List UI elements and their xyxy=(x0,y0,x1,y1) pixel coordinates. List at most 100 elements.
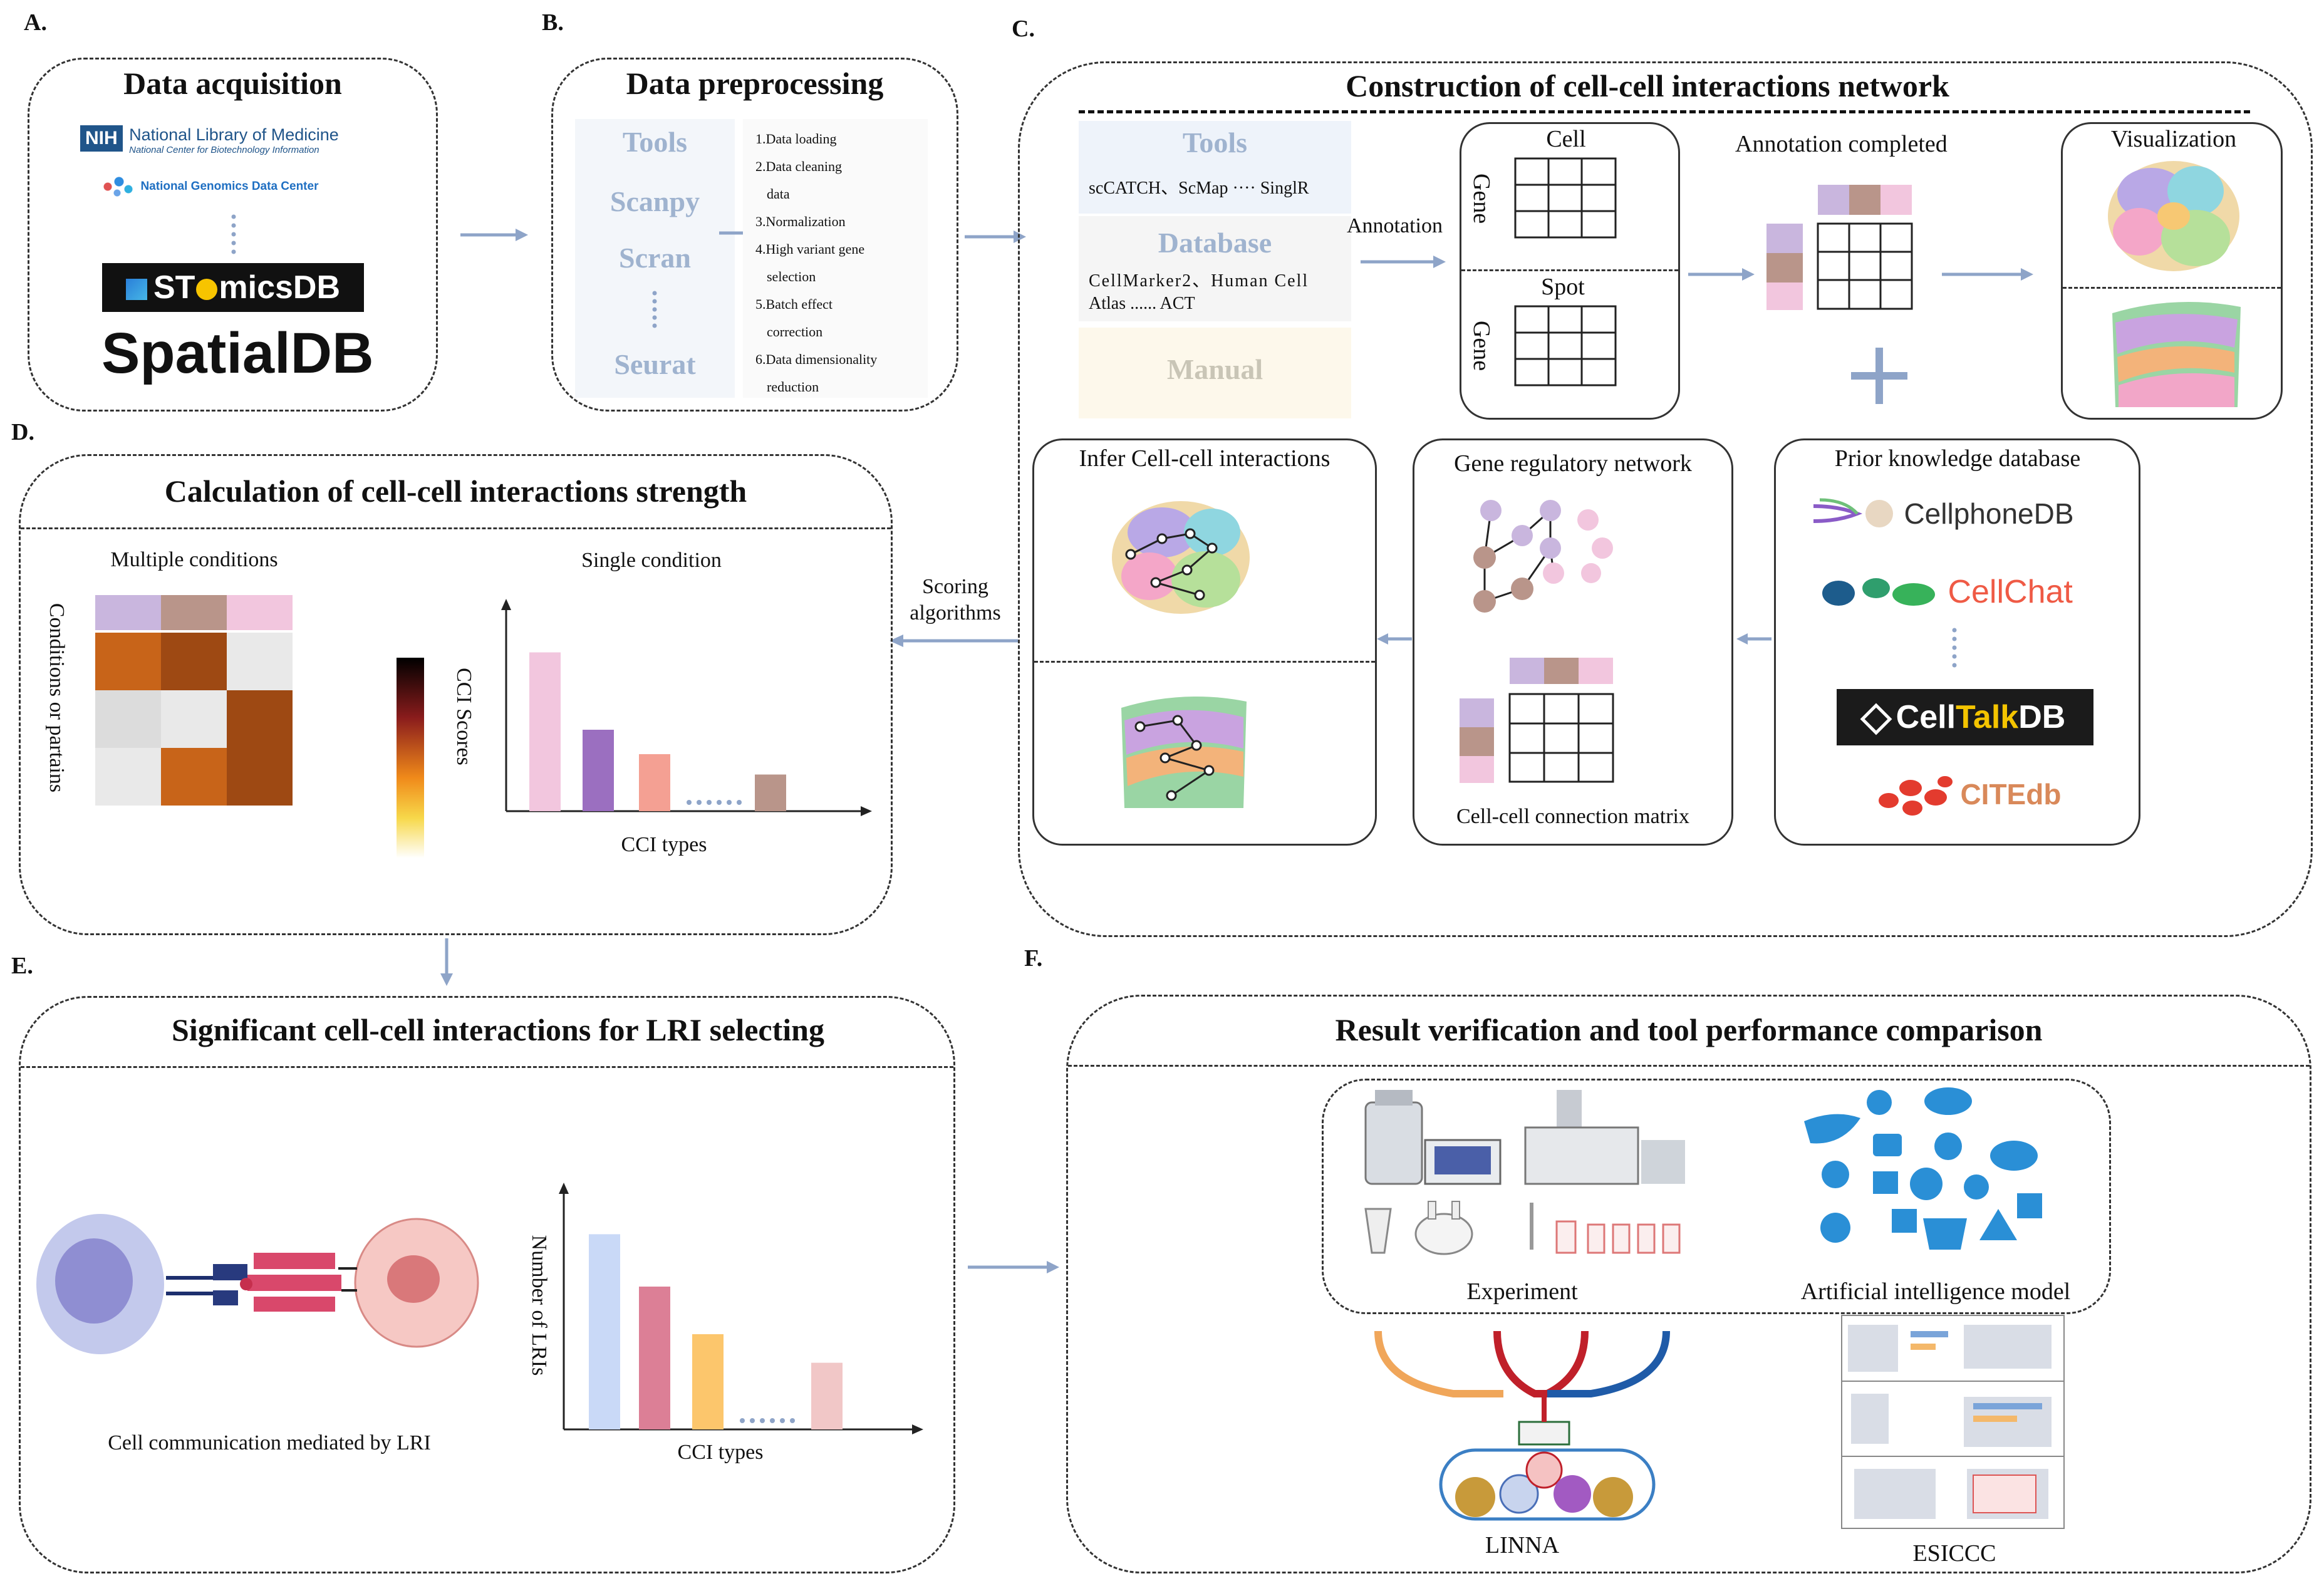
gene-label-cell: Gene xyxy=(1468,173,1495,224)
arrow-to-visualization xyxy=(1942,268,2033,281)
panel-f-title-rule xyxy=(1068,1065,2310,1067)
infer-tissue-network xyxy=(1121,697,1247,808)
heatmap-cell xyxy=(161,690,227,748)
dots-prior xyxy=(1952,628,1957,668)
heatmap-cell xyxy=(227,748,293,806)
arrow-c-to-d xyxy=(890,635,1018,647)
tools-block: Tools scCATCH、ScMap ···· SinglR xyxy=(1079,121,1351,214)
e-chart-y-axis-arrowhead xyxy=(559,1183,569,1194)
scoring-label: Scoring xyxy=(922,575,988,598)
stomics-dot-icon xyxy=(196,279,218,301)
heatmap-column-header xyxy=(227,595,293,630)
step-1: 1.Data loading xyxy=(755,131,837,147)
arrow-b-to-c xyxy=(965,231,1026,243)
step-2-cont: data xyxy=(767,186,790,202)
step-5-cont: correction xyxy=(767,324,823,339)
cellphonedb-text: CellphoneDB xyxy=(1904,497,2074,530)
step-4-cont: selection xyxy=(767,269,816,284)
infer-box xyxy=(1032,438,1377,846)
linna-diagram xyxy=(1374,1330,1670,1521)
gene-label-spot: Gene xyxy=(1468,320,1495,371)
panel-letter-d: D. xyxy=(11,419,34,445)
cell-spot-box xyxy=(1460,122,1680,420)
panel-f-box xyxy=(1066,995,2311,1573)
panel-e-title-rule xyxy=(21,1066,953,1068)
tissue-section-plot xyxy=(2112,302,2241,407)
cci-scores-label: CCI Scores xyxy=(452,668,475,765)
step-2: 2.Data cleaning xyxy=(755,158,843,174)
cell-grid xyxy=(1514,157,1617,239)
annotation-label: Annotation xyxy=(1347,214,1443,237)
infer-umap-network xyxy=(1112,501,1250,614)
manual-block: Manual xyxy=(1079,328,1351,418)
infer-label: Infer Cell-cell interactions xyxy=(1079,445,1331,472)
e-chart-ellipsis-dot xyxy=(750,1418,755,1423)
e-caption: Cell communication mediated by LRI xyxy=(108,1431,431,1454)
tool-scanpy: Scanpy xyxy=(610,185,700,217)
e-chart-ellipsis-dot xyxy=(770,1418,775,1423)
d-chart-y-axis-arrowhead xyxy=(501,599,511,610)
d-chart-ellipsis-dot xyxy=(737,800,742,805)
cellchat-logo: CellChat xyxy=(1820,573,2073,611)
lri-chart xyxy=(559,1183,923,1434)
panel-c-box xyxy=(1018,61,2313,937)
spatialdb-logo: SpatialDB xyxy=(101,321,374,385)
c-tools-text: scCATCH、ScMap ···· SinglR xyxy=(1089,179,1309,198)
panel-letter-c: C. xyxy=(1012,16,1035,42)
esiccc-label: ESICCC xyxy=(1912,1540,1996,1567)
arrow-grn-to-infer xyxy=(1377,633,1412,645)
connection-matrix xyxy=(1460,658,1614,783)
dots-b xyxy=(652,291,657,328)
ai-model-label: Artificial intelligence model xyxy=(1800,1278,2071,1305)
ngdc-logo: National Genomics Data Center xyxy=(100,174,318,199)
ngdc-name: National Genomics Data Center xyxy=(140,180,319,193)
panel-letter-b: B. xyxy=(542,9,564,36)
celltalkdb-icon xyxy=(1860,703,1892,735)
number-of-lris-label: Number of LRIs xyxy=(527,1235,551,1376)
panel-b-tools-column: Tools Scanpy Scran Seurat xyxy=(575,119,735,398)
d-cci-types-label: CCI types xyxy=(621,833,707,856)
d-chart-ellipsis-dot xyxy=(707,800,712,805)
cell-communication-illustration xyxy=(36,1214,479,1354)
panel-letter-f: F. xyxy=(1024,945,1043,972)
step-6-cont: reduction xyxy=(767,379,819,395)
spot-label: Spot xyxy=(1541,274,1585,300)
arrow-e-to-f xyxy=(968,1261,1059,1273)
e-chart-bar xyxy=(639,1287,670,1429)
heatmap-cell xyxy=(161,633,227,690)
cellphonedb-icon xyxy=(1813,498,1893,527)
panel-letter-e: E. xyxy=(11,953,33,979)
tool-seurat: Seurat xyxy=(614,348,696,380)
multiple-conditions-label: Multiple conditions xyxy=(110,548,278,571)
panel-c-title-rule xyxy=(1079,110,2250,113)
infer-divider xyxy=(1034,661,1375,663)
panel-b-box xyxy=(551,58,958,412)
visualization-box xyxy=(2061,122,2283,420)
single-condition-chart xyxy=(501,599,872,816)
c-tools-label: Tools xyxy=(1182,127,1248,158)
d-chart-bar xyxy=(583,730,614,811)
arrow-to-annotated xyxy=(1688,268,1755,281)
heatmap-column-header xyxy=(95,595,161,630)
umap-plot xyxy=(2108,161,2239,271)
spot-grid xyxy=(1514,305,1617,386)
heatmap xyxy=(95,595,293,806)
panel-e-box xyxy=(19,996,955,1573)
lab-equipment-illustration xyxy=(1364,1090,1685,1255)
e-chart-bar xyxy=(692,1334,724,1429)
arrow-a-to-b xyxy=(460,229,528,241)
step-3: 3.Normalization xyxy=(755,214,846,229)
panel-d-title: Calculation of cell-cell interactions st… xyxy=(164,474,747,509)
arrow-prior-to-grn xyxy=(1736,633,1772,645)
algorithms-label: algorithms xyxy=(910,601,1001,625)
heatmap-cell xyxy=(95,690,161,748)
esiccc-diagram xyxy=(1841,1315,2065,1529)
panel-d-box xyxy=(19,454,893,935)
e-chart-bar xyxy=(811,1362,843,1429)
tool-scran: Scran xyxy=(619,242,691,274)
e-chart-ellipsis-dot xyxy=(780,1418,785,1423)
connection-matrix-label: Cell-cell connection matrix xyxy=(1456,805,1689,828)
nih-logo: NIH National Library of Medicine Nationa… xyxy=(80,125,339,155)
step-4: 4.High variant gene xyxy=(755,241,865,257)
